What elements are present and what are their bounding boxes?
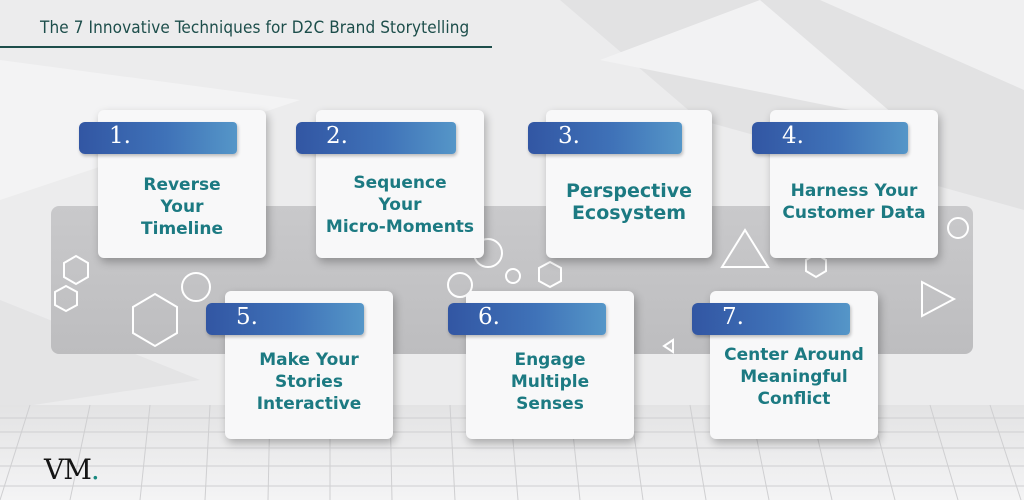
technique-number: 6. xyxy=(478,304,500,330)
circle-icon xyxy=(447,272,473,298)
small-triangle-icon xyxy=(662,338,674,354)
technique-number-tab: 7. xyxy=(692,303,850,335)
circle-icon xyxy=(181,272,211,302)
title-underline xyxy=(0,46,492,48)
technique-label: Make Your Stories Interactive xyxy=(256,350,362,414)
logo-dot: . xyxy=(90,453,100,486)
play-triangle-icon xyxy=(921,280,957,318)
circle-icon xyxy=(947,217,969,239)
technique-number: 4. xyxy=(782,123,804,149)
circle-icon xyxy=(505,268,521,284)
brand-logo: VM. xyxy=(44,453,100,486)
page-title: The 7 Innovative Techniques for D2C Bran… xyxy=(40,18,470,38)
technique-number: 3. xyxy=(558,123,580,149)
technique-label: Harness Your Customer Data xyxy=(782,181,926,223)
technique-number-tab: 2. xyxy=(296,122,456,154)
technique-number: 5. xyxy=(236,304,258,330)
hexagon-icon xyxy=(54,284,78,313)
technique-label: Perspective Ecosystem xyxy=(565,180,693,224)
hexagon-icon xyxy=(63,254,89,286)
technique-label: Engage Multiple Senses xyxy=(510,350,590,414)
technique-label: Reverse Your Timeline xyxy=(141,175,223,239)
technique-number-tab: 4. xyxy=(752,122,908,154)
hexagon-icon xyxy=(132,292,178,348)
technique-number-tab: 3. xyxy=(528,122,682,154)
hexagon-icon xyxy=(805,252,827,279)
technique-number-tab: 5. xyxy=(206,303,364,335)
technique-number: 1. xyxy=(109,123,131,149)
triangle-icon xyxy=(720,228,770,268)
hexagon-icon xyxy=(538,260,562,289)
technique-number-tab: 6. xyxy=(448,303,606,335)
technique-number: 2. xyxy=(326,123,348,149)
logo-text: VM xyxy=(44,453,92,486)
technique-number-tab: 1. xyxy=(79,122,237,154)
technique-label: Sequence Your Micro-Moments xyxy=(325,173,475,237)
technique-number: 7. xyxy=(722,304,744,330)
technique-label: Center Around Meaningful Conflict xyxy=(724,345,864,409)
